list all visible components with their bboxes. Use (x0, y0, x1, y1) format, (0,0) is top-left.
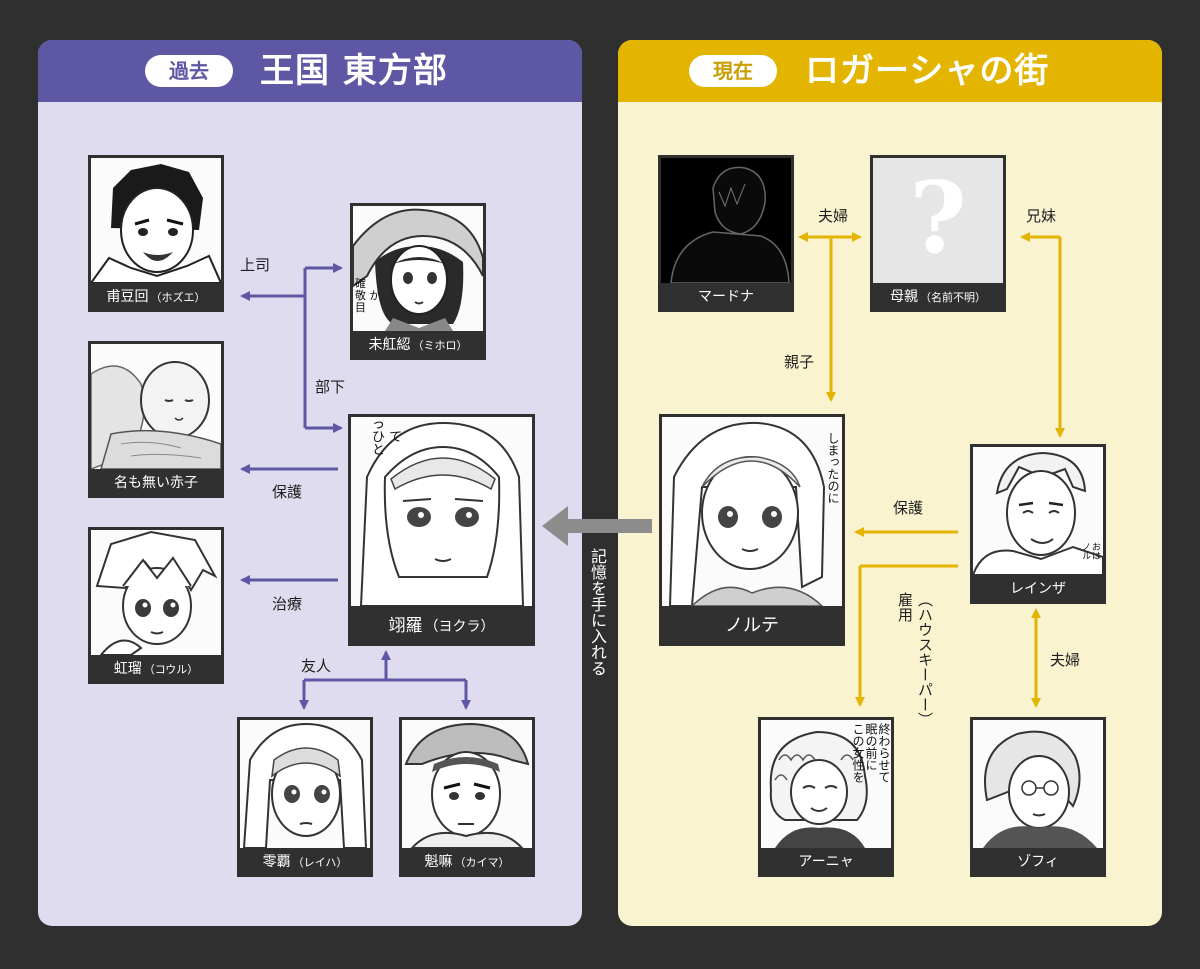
memory-arrow (542, 506, 652, 546)
boss-subordinate-connector (240, 263, 343, 433)
card-madona: マードナ (658, 155, 794, 312)
name-mihoro: 未舡綛 (368, 337, 411, 353)
card-norute: しまったのに ノルテ (659, 414, 845, 646)
card-zofi: ゾフィ (970, 717, 1106, 877)
name-zofi: ゾフィ (1017, 854, 1059, 870)
reinza-manga-text: おは ノル (1080, 542, 1100, 560)
norute-manga-text: しまったのに (826, 432, 840, 504)
past-tag: 過去 (145, 55, 233, 87)
reading-kaima: （カイマ） (454, 856, 510, 869)
employ-connector (855, 564, 958, 707)
portrait-zofi (973, 720, 1103, 848)
past-header: 過去 王国 東方部 (38, 40, 582, 102)
label-memory: 記憶を手に入れる (588, 548, 607, 676)
mihoro-manga-text: 確 敬 か 目 (355, 277, 381, 314)
card-reinza: おは ノル レインザ (970, 444, 1106, 604)
name-reinza: レインザ (1010, 581, 1066, 597)
label-siblings: 兄妹 (1026, 207, 1057, 225)
card-mother: ? 母親（名前不明） (870, 155, 1006, 312)
yokura-manga-text: っ ひ て と (372, 417, 403, 458)
card-hozue: 甫豆回（ホズエ） (88, 155, 224, 312)
card-mihoro: 確 敬 か 目 未舡綛（ミホロ） (350, 203, 486, 360)
present-header: 現在 ロガーシャの街 (618, 40, 1162, 102)
reading-reiha: （レイハ） (292, 856, 348, 869)
portrait-anya (761, 720, 891, 848)
name-anya: アーニャ (798, 854, 854, 870)
reading-yokura: （ヨクラ） (424, 619, 495, 635)
label-parent-child: 親子 (784, 353, 815, 371)
past-title: 王国 東方部 (260, 51, 448, 91)
name-baby: 名も無い赤子 (114, 475, 198, 491)
portrait-reinza (973, 447, 1103, 575)
card-reiha: 零覇（レイハ） (237, 717, 373, 877)
name-yokura: 翊羅 (388, 616, 423, 636)
portrait-kouru (91, 530, 221, 655)
portrait-yokura (351, 417, 532, 606)
label-couple-bottom: 夫婦 (1050, 651, 1081, 669)
label-subordinate: 部下 (315, 378, 346, 396)
card-baby: 名も無い赤子 (88, 341, 224, 498)
portrait-norute (662, 417, 842, 606)
portrait-reiha (240, 720, 370, 848)
card-anya: 終わらせて 眠の前に この女性を アーニャ (758, 717, 894, 877)
unknown-question-icon: ? (909, 161, 967, 276)
card-kouru: 虹瑠（コウル） (88, 527, 224, 684)
present-tag: 現在 (689, 55, 777, 87)
reading-hozue: （ホズエ） (150, 291, 206, 304)
portrait-hozue (91, 158, 221, 283)
name-mother: 母親 (890, 289, 918, 305)
label-friends: 友人 (301, 657, 332, 675)
name-kaima: 魁嘛 (424, 854, 453, 870)
label-protect-baby: 保護 (272, 483, 303, 501)
name-reiha: 零覇 (262, 854, 291, 870)
reading-kouru: （コウル） (143, 663, 199, 676)
reading-mihoro: （ミホロ） (412, 339, 468, 352)
portrait-mother: ? (873, 158, 1003, 283)
label-housekeeper: （ハウスキーパー） (916, 592, 934, 727)
portrait-baby (91, 344, 221, 469)
reading-mother: （名前不明） (920, 291, 986, 304)
friends-connector (299, 650, 471, 710)
label-protect-norute: 保護 (893, 499, 924, 517)
portrait-mihoro (353, 206, 483, 331)
present-title: ロガーシャの街 (805, 51, 1050, 91)
name-norute: ノルテ (725, 615, 779, 636)
anya-manga-text: 終わらせて 眠の前に この女性を (851, 723, 891, 783)
label-heal: 治療 (272, 595, 303, 613)
card-yokura: っ ひ て と 翊羅（ヨクラ） (348, 414, 535, 646)
label-boss: 上司 (240, 256, 271, 274)
name-kouru: 虹瑠 (113, 661, 142, 677)
label-couple-top: 夫婦 (818, 207, 849, 225)
portrait-madona (661, 158, 791, 283)
name-madona: マードナ (698, 289, 754, 305)
name-hozue: 甫豆回 (106, 289, 149, 305)
card-kaima: 魁嘛（カイマ） (399, 717, 535, 877)
portrait-kaima (402, 720, 532, 848)
siblings-connector (1020, 232, 1065, 438)
label-employ: 雇用 (896, 592, 914, 622)
